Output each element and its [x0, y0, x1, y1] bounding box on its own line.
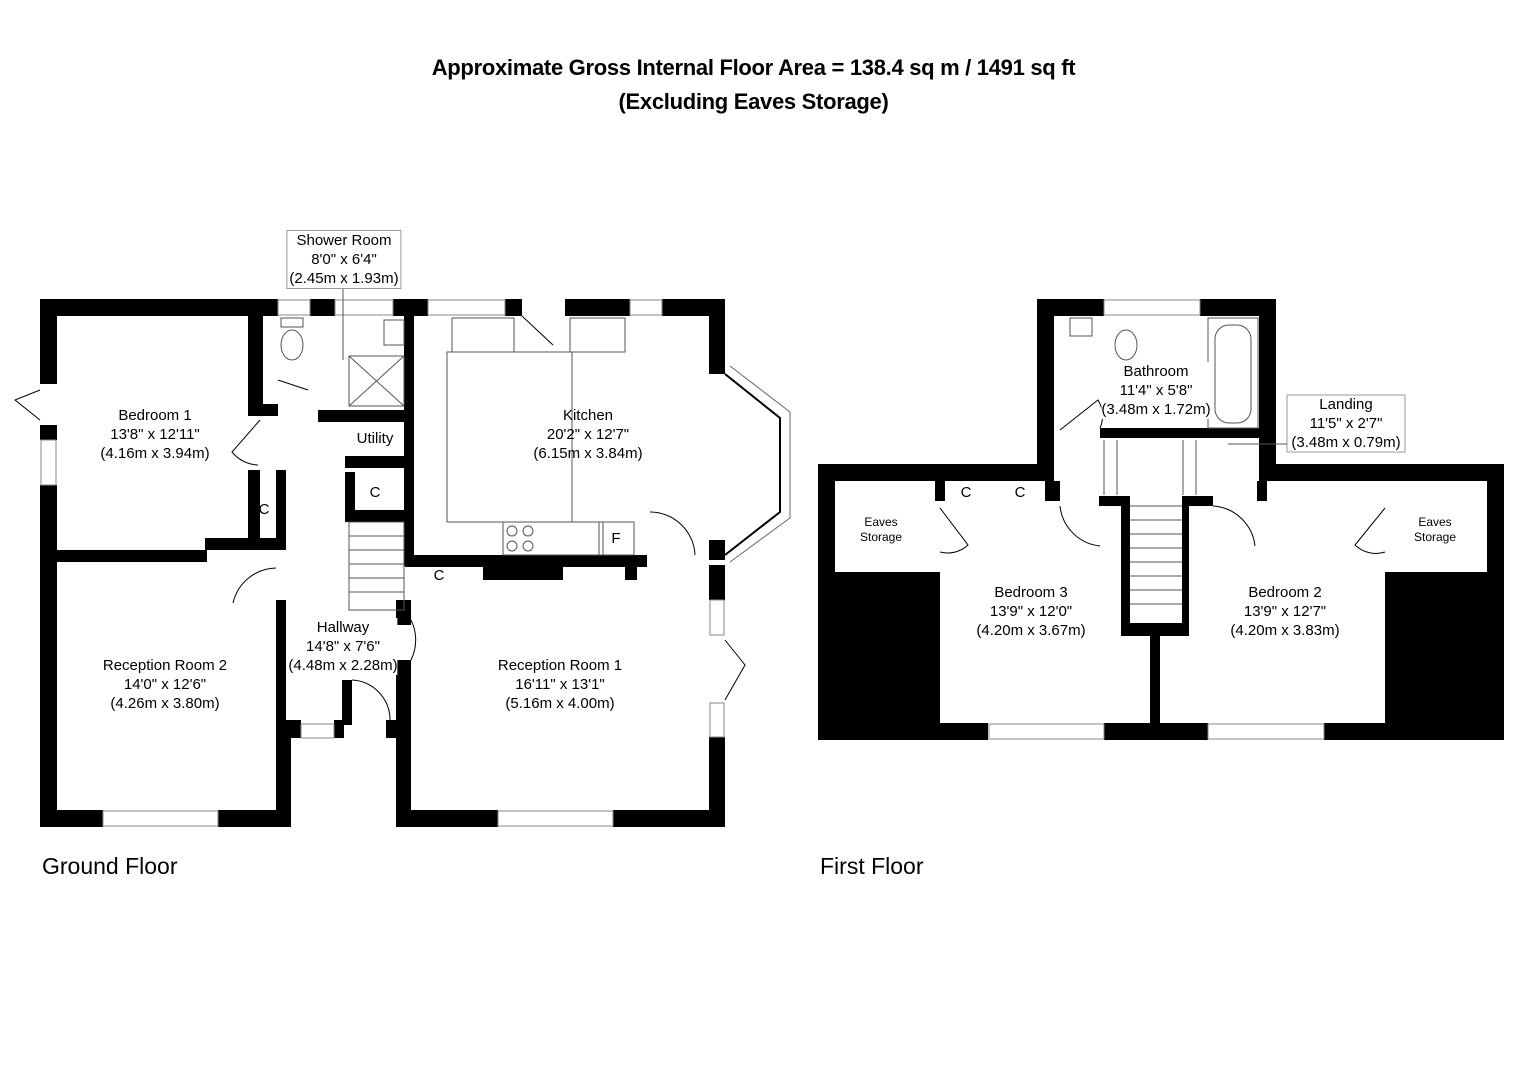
- floor-area-title: Approximate Gross Internal Floor Area = …: [431, 55, 1076, 80]
- room-label-reception-room-2: Reception Room 2 14'0" x 12'6" (4.26m x …: [103, 656, 227, 713]
- room-label-hallway: Hallway 14'8" x 7'6" (4.48m x 2.28m): [288, 618, 398, 675]
- first-floor-fixtures: [939, 299, 1386, 740]
- fridge-label: F: [611, 530, 621, 547]
- floor-area-subtitle: (Excluding Eaves Storage): [618, 89, 889, 114]
- room-dimensions-metric: (5.16m x 4.00m): [505, 695, 615, 712]
- room-label-utility: Utility: [356, 430, 394, 447]
- room-dimensions-metric: (4.20m x 3.83m): [1230, 622, 1340, 639]
- room-name: Bathroom: [1123, 363, 1189, 380]
- eaves-label-line: Storage: [859, 530, 903, 544]
- cupboard-label: C: [960, 484, 972, 501]
- room-name: Shower Room: [296, 232, 392, 249]
- cupboard-label: C: [258, 501, 270, 518]
- first-floor-openings: [835, 481, 1487, 623]
- room-dimensions-imperial: 13'9" x 12'7": [1243, 603, 1327, 620]
- room-label-landing: Landing 11'5" x 2'7" (3.48m x 0.79m): [1291, 395, 1400, 452]
- room-dimensions-metric: (4.48m x 2.28m): [288, 657, 398, 674]
- room-label-bedroom-3: Bedroom 3 13'9" x 12'0" (4.20m x 3.67m): [976, 583, 1085, 640]
- room-label-reception-room-1: Reception Room 1 16'11" x 13'1" (5.16m x…: [498, 656, 622, 713]
- room-name: Bedroom 1: [118, 407, 192, 424]
- room-dimensions-metric: (3.48m x 1.72m): [1101, 401, 1211, 418]
- room-name: Hallway: [316, 619, 370, 636]
- room-dimensions-metric: (3.48m x 0.79m): [1291, 434, 1401, 451]
- cupboard-label: C: [433, 567, 445, 584]
- ground-floor-walls: [40, 299, 725, 827]
- room-name: Bedroom 3: [994, 584, 1068, 601]
- eaves-label-line: Eaves: [864, 515, 898, 529]
- room-name: Bedroom 2: [1248, 584, 1322, 601]
- first-floor-walls: [818, 299, 1504, 740]
- room-dimensions-metric: (4.16m x 3.94m): [100, 445, 210, 462]
- ground-floor-label: Ground Floor: [42, 853, 178, 879]
- room-dimensions-metric: (2.45m x 1.93m): [289, 270, 399, 287]
- room-label-bedroom-1: Bedroom 1 13'8" x 12'11" (4.16m x 3.94m): [100, 406, 209, 463]
- ground-floor-doors: [14, 315, 746, 721]
- room-label-eaves-storage-left: Eaves Storage: [860, 515, 902, 545]
- room-dimensions-imperial: 14'8" x 7'6": [306, 638, 380, 655]
- room-name: Kitchen: [562, 407, 614, 424]
- ground-floor-fixtures: [280, 317, 635, 611]
- cupboard-label: C: [1014, 484, 1026, 501]
- room-dimensions-metric: (4.26m x 3.80m): [110, 695, 220, 712]
- ground-floor-windows: [40, 299, 725, 827]
- cupboard-label: C: [369, 484, 381, 501]
- room-label-shower-room: Shower Room 8'0" x 6'4" (2.45m x 1.93m): [286, 230, 402, 289]
- room-dimensions-imperial: 20'2" x 12'7": [546, 426, 630, 443]
- room-label-eaves-storage-right: Eaves Storage: [1414, 515, 1456, 545]
- room-dimensions-imperial: 11'4" x 5'8": [1119, 382, 1193, 399]
- room-label-bathroom: Bathroom 11'4" x 5'8" (3.48m x 1.72m): [1101, 362, 1211, 419]
- eaves-label-line: Storage: [1413, 530, 1457, 544]
- eaves-label-line: Eaves: [1418, 515, 1452, 529]
- room-name: Reception Room 2: [102, 657, 228, 674]
- room-label-kitchen: Kitchen 20'2" x 12'7" (6.15m x 3.84m): [533, 406, 642, 463]
- room-dimensions-imperial: 16'11" x 13'1": [515, 676, 605, 693]
- room-name: Landing: [1319, 396, 1373, 413]
- room-name: Reception Room 1: [497, 657, 623, 674]
- room-dimensions-imperial: 11'5" x 2'7": [1309, 415, 1383, 432]
- room-dimensions-imperial: 14'0" x 12'6": [123, 676, 207, 693]
- room-dimensions-imperial: 8'0" x 6'4": [311, 251, 377, 268]
- room-dimensions-metric: (4.20m x 3.67m): [976, 622, 1086, 639]
- room-dimensions-imperial: 13'8" x 12'11": [110, 426, 200, 443]
- room-dimensions-metric: (6.15m x 3.84m): [533, 445, 643, 462]
- room-dimensions-imperial: 13'9" x 12'0": [989, 603, 1073, 620]
- first-floor-label: First Floor: [820, 853, 924, 879]
- kitchen-bay-window: [709, 365, 791, 563]
- room-label-bedroom-2: Bedroom 2 13'9" x 12'7" (4.20m x 3.83m): [1230, 583, 1339, 640]
